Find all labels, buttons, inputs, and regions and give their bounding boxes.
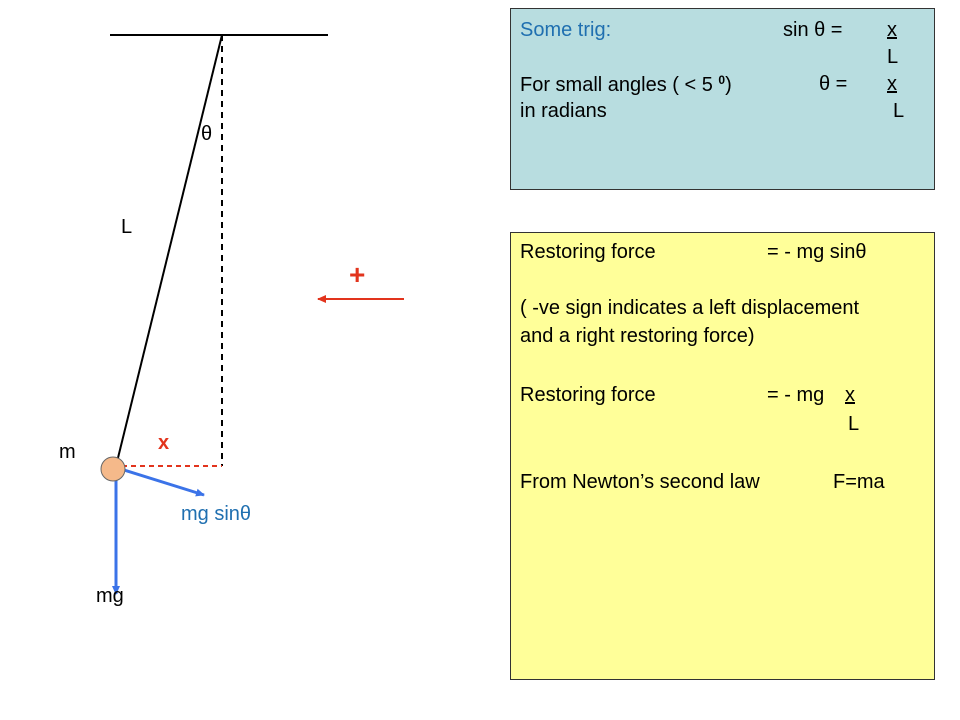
- displacement-label: x: [158, 432, 170, 454]
- mass-label: m: [59, 441, 76, 463]
- sin-theta-prefix: sin θ =: [783, 19, 843, 41]
- theta-prefix: θ =: [819, 73, 848, 95]
- pendulum-bob: [100, 456, 126, 482]
- trig-heading: Some trig:: [520, 19, 612, 41]
- trig-box: Some trig: sin θ = x L For small angles …: [510, 8, 935, 190]
- theta-denominator: L: [893, 100, 905, 122]
- length-label: L: [121, 216, 133, 238]
- restoring-force-box: Restoring force = - mg sinθ ( -ve sign i…: [510, 232, 935, 680]
- restoring-force-eq-2-prefix: = - mg: [767, 384, 825, 406]
- small-angle-close: ): [725, 74, 732, 96]
- pendulum-string: [115, 34, 223, 467]
- degree-superscript: 0: [718, 73, 726, 87]
- sin-theta-denominator: L: [887, 46, 899, 68]
- newton-law-equation: F=ma: [833, 471, 885, 493]
- sign-note-line-2: and a right restoring force): [520, 325, 755, 347]
- restoring-force-label-2: Restoring force: [520, 384, 656, 406]
- small-angle-text: For small angles ( < 5: [520, 74, 713, 96]
- weight-label: mg: [96, 585, 124, 607]
- small-angle-line: For small angles ( < 5 0): [520, 73, 732, 97]
- tangential-force-label: mg sinθ: [181, 503, 252, 525]
- newton-law-label: From Newton’s second law: [520, 471, 760, 493]
- direction-label: +: [349, 259, 366, 290]
- sign-note-line-1: ( -ve sign indicates a left displacement: [520, 297, 860, 319]
- sin-theta-numerator: x: [887, 19, 897, 41]
- tangential-force-arrow: [123, 468, 205, 497]
- in-radians-text: in radians: [520, 100, 607, 122]
- theta-numerator: x: [887, 73, 897, 95]
- theta-label: θ: [201, 123, 213, 145]
- restoring-force-label-1: Restoring force: [520, 241, 656, 263]
- restoring-force-numerator: x: [845, 384, 855, 406]
- restoring-force-denominator: L: [848, 413, 860, 435]
- restoring-force-eq-1: = - mg sinθ: [767, 241, 867, 263]
